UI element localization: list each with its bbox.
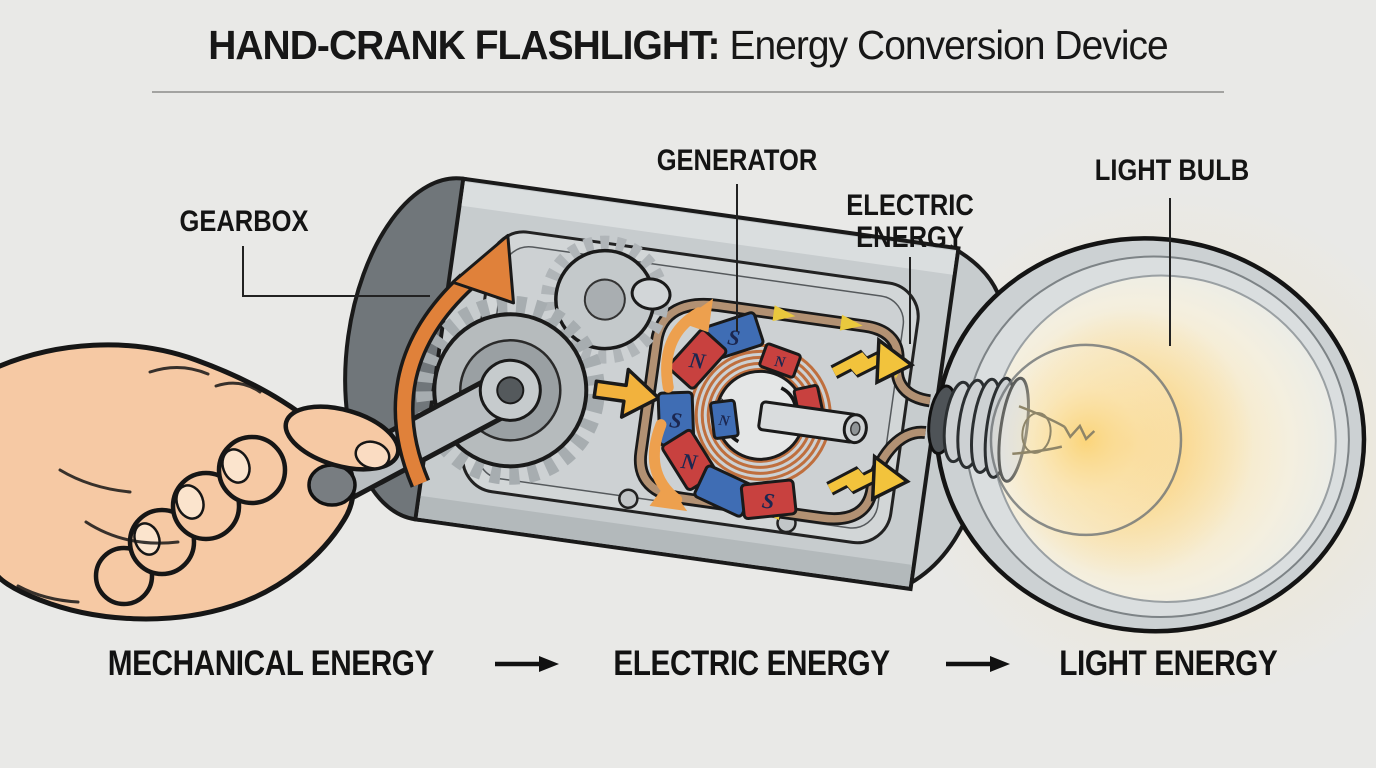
magnet-letter: N xyxy=(679,448,700,475)
leader-gearbox xyxy=(242,246,430,297)
label-generator: GENERATOR xyxy=(656,144,818,177)
gear-to-generator-arrow-icon xyxy=(592,367,661,419)
label-gearbox: GEARBOX xyxy=(179,205,309,238)
label-electric-energy-line2: ENERGY xyxy=(856,221,964,255)
magnet-letters: S N S N S N N xyxy=(668,324,787,514)
magnet-letter: N xyxy=(772,354,787,372)
thumb xyxy=(283,404,401,472)
crank-handle-knob xyxy=(307,463,357,507)
lightning-bolt-icon xyxy=(830,336,916,386)
title-subtitle: Energy Conversion Device xyxy=(719,22,1168,68)
gear-small-hub xyxy=(583,278,626,321)
magnet-letter: S xyxy=(668,407,684,433)
generator-assembly: S N S N S N N xyxy=(648,298,868,521)
screw xyxy=(618,488,639,510)
label-electric-energy: ELECTRIC ENERGY xyxy=(846,189,974,255)
magnet-ring xyxy=(656,311,826,521)
flow-step-electric: ELECTRIC ENERGY xyxy=(613,644,890,683)
hand-palm xyxy=(0,342,356,622)
axle-peg xyxy=(630,277,672,311)
hand-cranking xyxy=(0,342,401,622)
magnet-red-small xyxy=(758,342,802,379)
magnet-letter: N xyxy=(687,347,708,374)
flashlight-body-group: S N S N S N N xyxy=(322,176,1376,702)
lightning-bolt-icon xyxy=(826,453,911,502)
crank-hub-center xyxy=(496,376,525,405)
magnet-red xyxy=(667,328,728,390)
label-electric-energy-line1: ELECTRIC xyxy=(846,189,974,222)
flow-arrow-icon xyxy=(495,656,560,672)
bulb-assembly xyxy=(927,343,1183,537)
magnet-blue-small xyxy=(709,398,740,440)
barrel-top-highlight xyxy=(461,181,957,275)
page-title: HAND-CRANK FLASHLIGHT: Energy Conversion… xyxy=(34,22,1341,69)
current-arrow-icon xyxy=(772,305,796,322)
generator-rotation-arrow-icon xyxy=(648,298,714,512)
flow-arrow-icon xyxy=(946,656,1011,672)
current-arrow-icon xyxy=(839,314,863,331)
crank-rotation-arrow-icon xyxy=(393,233,515,488)
hand-creases xyxy=(16,366,262,604)
finger-nails xyxy=(133,448,251,556)
flow-step-mechanical: MECHANICAL ENERGY xyxy=(108,644,435,683)
barrel-bottom-shade xyxy=(417,495,912,587)
shaft-end-hole xyxy=(850,421,861,436)
energy-flow-caption: MECHANICAL ENERGY ELECTRIC ENERGY LIGHT … xyxy=(0,644,1376,684)
magnet-letter: S xyxy=(761,488,777,514)
title-underline xyxy=(152,91,1224,93)
label-light-bulb: LIGHT BULB xyxy=(1094,154,1250,187)
gear-large-teeth xyxy=(415,295,605,485)
flow-step-light: LIGHT ENERGY xyxy=(1059,644,1278,683)
magnet-red xyxy=(739,478,798,521)
title-main: HAND-CRANK FLASHLIGHT: xyxy=(208,22,720,68)
magnet-letter: N xyxy=(717,413,732,431)
bulb-filament xyxy=(1012,405,1096,456)
leader-lines xyxy=(242,184,1171,346)
